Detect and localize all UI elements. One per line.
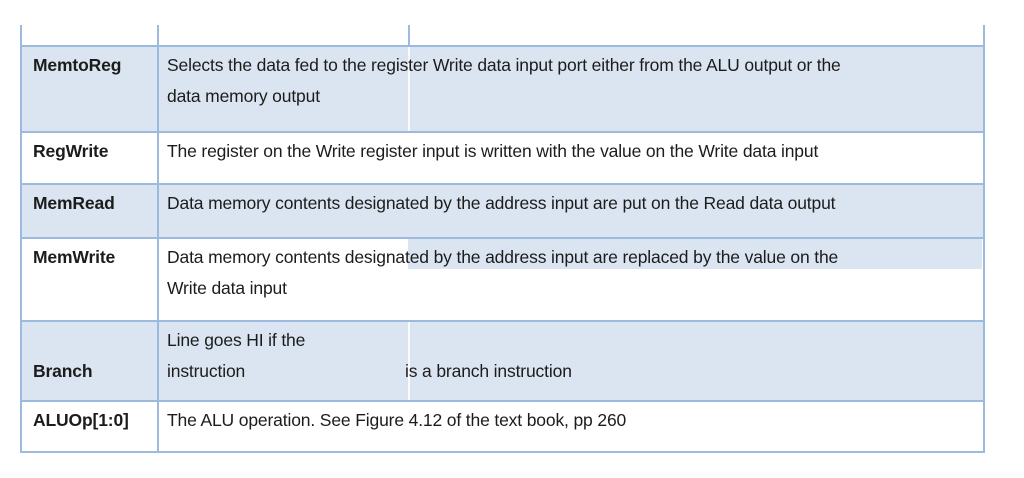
signal-description-regwrite: The register on the Write register input… [159, 133, 983, 183]
highlight-band-artifact [408, 239, 982, 269]
table-row-branch: Branch Line goes HI if the instruction i… [22, 320, 983, 400]
description-line: The ALU operation. See Figure 4.12 of th… [167, 410, 627, 430]
control-signals-table: MemtoReg Selects the data fed to the reg… [20, 25, 985, 453]
description-line: The register on the Write register input… [167, 141, 819, 161]
signal-name-aluop: ALUOp[1:0] [22, 402, 159, 451]
description-line: Data memory contents designated by the a… [167, 193, 836, 213]
column-divider [408, 25, 410, 45]
signal-description-branch: Line goes HI if the instruction is a bra… [159, 322, 983, 400]
description-line: Selects the data fed to the register Wri… [167, 55, 841, 75]
table-row-memread: MemRead Data memory contents designated … [22, 183, 983, 237]
table-row-memtoreg: MemtoReg Selects the data fed to the reg… [22, 45, 983, 131]
column-divider [157, 25, 159, 45]
description-line: instruction [167, 361, 246, 381]
table-row-partial-empty [22, 25, 983, 45]
signal-name-memread: MemRead [22, 185, 159, 237]
description-line: Write data input [167, 278, 287, 298]
signal-description-aluop: The ALU operation. See Figure 4.12 of th… [159, 402, 983, 451]
signal-description-memwrite: Data memory contents designated by the a… [159, 239, 983, 320]
table-row-aluop: ALUOp[1:0] The ALU operation. See Figure… [22, 400, 983, 451]
signal-name-regwrite: RegWrite [22, 133, 159, 183]
signal-description-memtoreg: Selects the data fed to the register Wri… [159, 47, 983, 131]
description-line: data memory output [167, 86, 320, 106]
merged-cell-divider [408, 322, 410, 400]
signal-description-memread: Data memory contents designated by the a… [159, 185, 983, 237]
table-row-regwrite: RegWrite The register on the Write regis… [22, 131, 983, 183]
merged-cell-divider [408, 47, 410, 131]
signal-name-memwrite: MemWrite [22, 239, 159, 320]
signal-name-branch: Branch [22, 322, 159, 400]
table-row-memwrite: MemWrite Data memory contents designated… [22, 237, 983, 320]
description-line-right: is a branch instruction [405, 361, 572, 381]
signal-name-memtoreg: MemtoReg [22, 47, 159, 131]
description-line: Line goes HI if the [167, 330, 306, 350]
description-line: Data memory contents designated by the a… [167, 247, 839, 267]
